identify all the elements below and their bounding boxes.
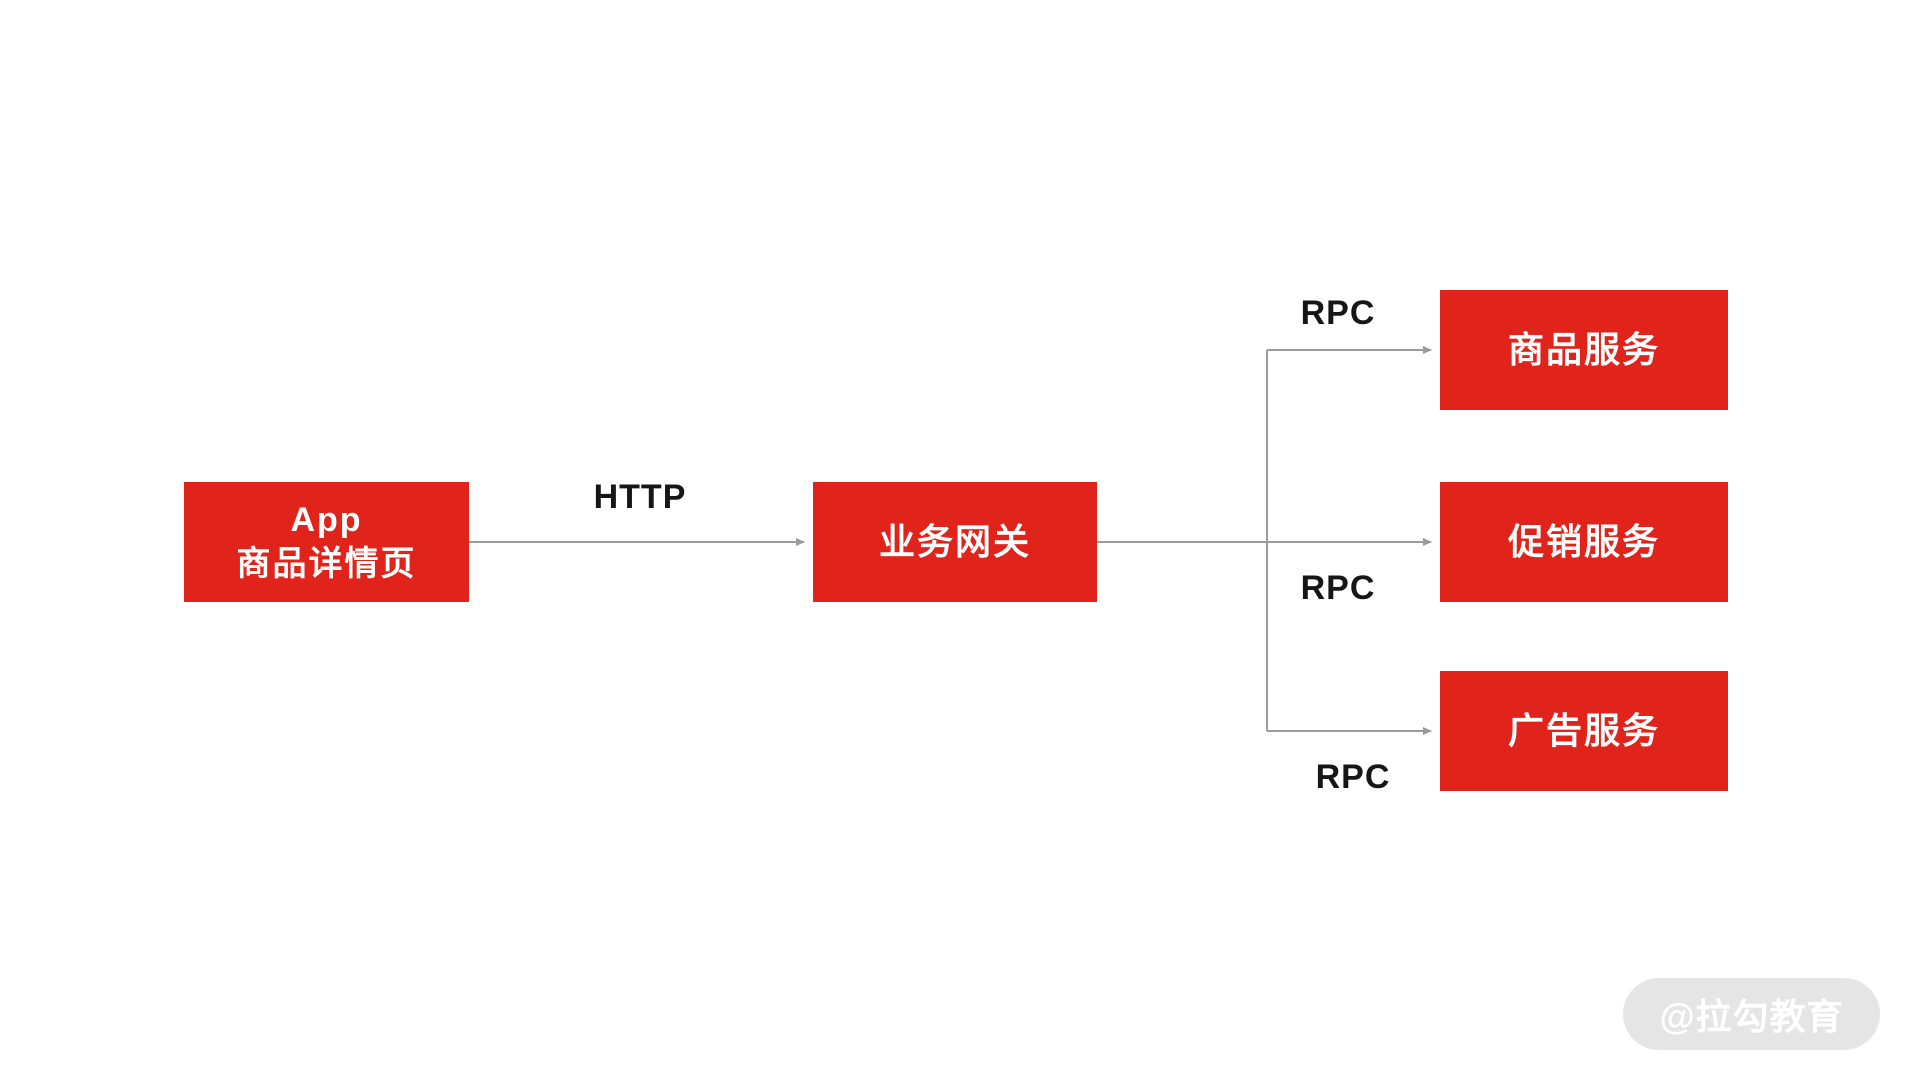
watermark-badge: @拉勾教育 [1623,978,1880,1050]
edge-label-rpc-product: RPC [1300,294,1376,332]
node-app-label-line1: App [290,500,363,539]
node-business-gateway-label: 业务网关 [878,520,1031,562]
node-ad-service: 广告服务 [1440,671,1728,791]
node-app-product-detail-page: App 商品详情页 [184,482,469,602]
watermark-text: @拉勾教育 [1659,996,1844,1037]
edge-label-http: HTTP [593,478,687,516]
node-ad-service-label: 广告服务 [1507,709,1660,751]
node-promotion-service-label: 促销服务 [1507,520,1660,562]
edge-label-rpc-promotion: RPC [1300,569,1376,607]
node-promotion-service: 促销服务 [1440,482,1728,602]
node-product-service-label: 商品服务 [1507,328,1660,370]
node-business-gateway: 业务网关 [813,482,1097,602]
node-product-service: 商品服务 [1440,290,1728,410]
node-app-label-line2: 商品详情页 [236,545,417,583]
edge-label-rpc-ad: RPC [1315,758,1391,796]
